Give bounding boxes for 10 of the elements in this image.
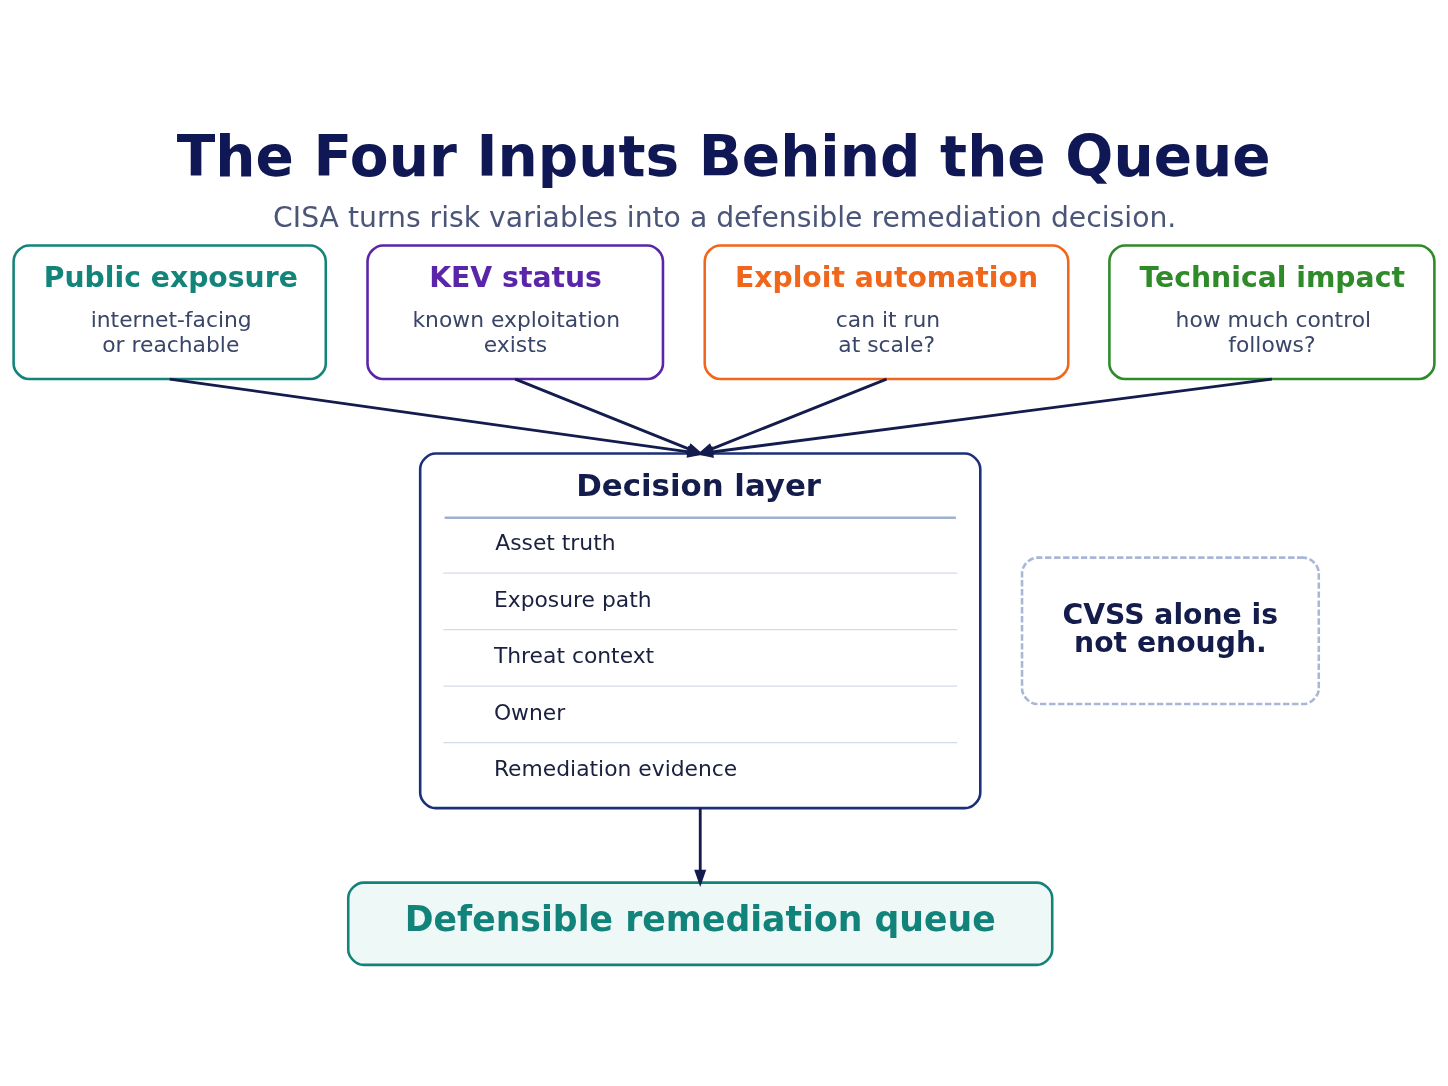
arrow — [694, 807, 707, 887]
node-box: Defensible remediation queue — [346, 880, 1054, 966]
node-box: CVSS alone is not enough. — [1020, 555, 1321, 705]
node-box: Exploit automation can it run at scale? — [703, 243, 1070, 380]
node-box: Public exposure internet-facing or reachable — [12, 243, 328, 380]
node-box: Decision layer Asset truth Exposure path Threat context Owner Remediation evidence — [418, 451, 982, 809]
diagram-title: The Four Inputs Behind the Queue — [176, 123, 1271, 189]
node-box: Technical impact how much control follows? — [1108, 243, 1436, 380]
node-box: KEV status known exploitation exists — [366, 243, 665, 380]
caption: CISA turns risk variables into a defensible remediation decision. — [273, 200, 1177, 234]
